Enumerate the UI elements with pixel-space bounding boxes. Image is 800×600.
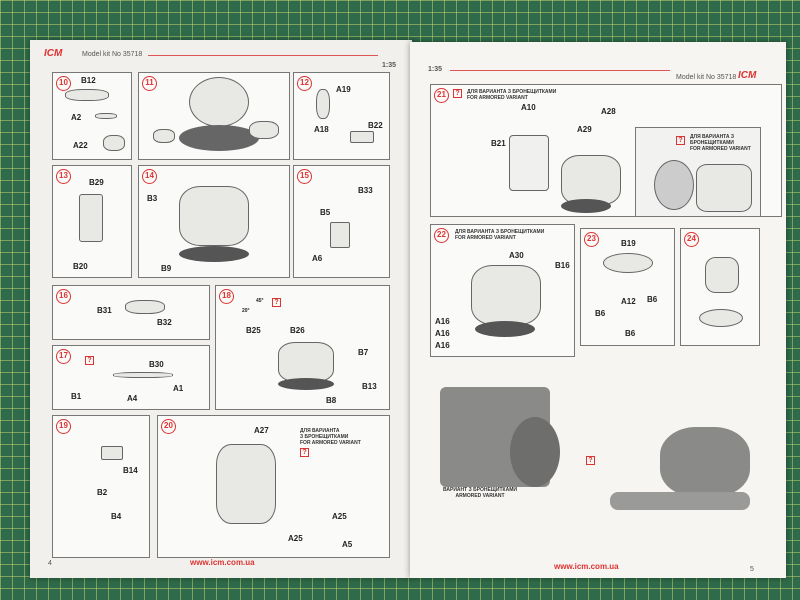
part-label: A16 xyxy=(435,329,450,338)
part-label: A25 xyxy=(332,512,347,521)
part-label: A25 xyxy=(288,534,303,543)
part-label: B22 xyxy=(368,121,383,130)
step-number: 11 xyxy=(142,76,157,91)
website-link[interactable]: www.icm.com.ua xyxy=(190,558,255,567)
part-label: B6 xyxy=(647,295,658,304)
kit-number: Model kit No 35718 xyxy=(82,51,143,58)
step-number: 20 xyxy=(161,419,176,434)
part-label: A18 xyxy=(314,125,329,134)
part-label: A16 xyxy=(435,341,450,350)
part-label: B7 xyxy=(358,348,369,357)
part-label: B21 xyxy=(491,139,506,148)
step-14: 14 B3 B9 xyxy=(138,165,290,278)
left-page: ICM Model kit No 35718 1:35 10 B12 A2 A2… xyxy=(30,40,412,578)
step-24: 24 xyxy=(680,228,760,346)
part-label: A2 xyxy=(71,113,82,122)
step-number: 12 xyxy=(297,76,312,91)
part-label: B30 xyxy=(149,360,164,369)
website-link[interactable]: www.icm.com.ua xyxy=(554,562,619,571)
step-13: 13 B29 B20 xyxy=(52,165,132,278)
question-mark-icon: ? xyxy=(586,456,595,465)
step-number: 24 xyxy=(684,232,699,247)
scale: 1:35 xyxy=(382,62,397,69)
part-label: B16 xyxy=(555,261,570,270)
step-12: 12 A19 A18 B22 xyxy=(293,72,390,160)
part-label: A27 xyxy=(254,426,269,435)
part-label: A4 xyxy=(127,394,138,403)
part-label: B31 xyxy=(97,306,112,315)
part-label: A5 xyxy=(342,540,353,549)
part-label: A16 xyxy=(435,317,450,326)
step-number: 15 xyxy=(297,169,312,184)
step-11: 11 xyxy=(138,72,290,160)
part-label: B8 xyxy=(326,396,337,405)
part-label: A6 xyxy=(312,254,323,263)
part-label: B14 xyxy=(123,466,138,475)
part-label: B6 xyxy=(625,329,636,338)
part-label: B25 xyxy=(246,326,261,335)
step-number: 10 xyxy=(56,76,71,91)
step-number: 23 xyxy=(584,232,599,247)
part-label: B13 xyxy=(362,382,377,391)
part-label: B20 xyxy=(73,262,88,271)
kit-number: Model kit No 35718 xyxy=(676,74,737,81)
part-label: B6 xyxy=(595,309,606,318)
step-19: 19 B14 B2 B4 xyxy=(52,415,150,558)
part-label: A19 xyxy=(336,85,351,94)
part-label: B26 xyxy=(290,326,305,335)
part-label: B12 xyxy=(81,76,96,85)
part-label: B3 xyxy=(147,194,158,203)
step-number: 14 xyxy=(142,169,157,184)
part-label: A28 xyxy=(601,107,616,116)
step-number: 13 xyxy=(56,169,71,184)
step-17: 17 ? B30 B1 A4 A1 xyxy=(52,345,210,410)
step-15: 15 B33 B5 A6 xyxy=(293,165,390,278)
step-18: 18 45° 20° ? B25 B26 B7 B13 B8 xyxy=(215,285,390,410)
part-label: A1 xyxy=(173,384,184,393)
step-number: 18 xyxy=(219,289,234,304)
step-23: 23 B19 A12 B6 B6 B6 xyxy=(580,228,675,346)
step-10: 10 B12 A2 A22 xyxy=(52,72,132,160)
step-number: 22 xyxy=(434,228,449,243)
part-label: B29 xyxy=(89,178,104,187)
unarmored-variant-render xyxy=(660,427,750,497)
part-label: A30 xyxy=(509,251,524,260)
step-number: 17 xyxy=(56,349,71,364)
right-page: 1:35 Model kit No 35718 ICM 21 ? ДЛЯ ВАР… xyxy=(410,42,786,578)
part-label: B1 xyxy=(71,392,82,401)
page-number: 4 xyxy=(48,560,52,567)
page-number: 5 xyxy=(750,566,754,573)
step-16: 16 B31 B32 xyxy=(52,285,210,340)
part-label: B33 xyxy=(358,186,373,195)
icm-logo: ICM xyxy=(738,70,757,81)
part-label: B4 xyxy=(111,512,122,521)
part-label: B2 xyxy=(97,488,108,497)
icm-logo: ICM xyxy=(44,48,63,59)
part-label: B9 xyxy=(161,264,172,273)
part-label: A12 xyxy=(621,297,636,306)
step-number: 16 xyxy=(56,289,71,304)
part-label: A29 xyxy=(577,125,592,134)
scale: 1:35 xyxy=(428,66,443,73)
step-number: 21 xyxy=(434,88,449,103)
part-label: B32 xyxy=(157,318,172,327)
part-label: A10 xyxy=(521,103,536,112)
part-label: A22 xyxy=(73,141,88,150)
part-label: B5 xyxy=(320,208,331,217)
part-label: B19 xyxy=(621,239,636,248)
step-number: 19 xyxy=(56,419,71,434)
